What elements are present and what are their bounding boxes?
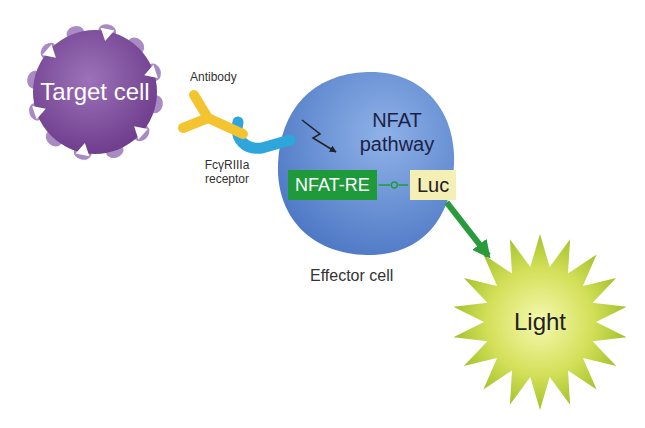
antibody-stem xyxy=(208,118,243,134)
surface-notch xyxy=(144,65,158,78)
antibody-label: Antibody xyxy=(190,70,260,84)
light-burst: Light xyxy=(480,262,600,382)
cell-body xyxy=(33,30,157,154)
receptor-label: FcγRIIIa receptor xyxy=(190,158,264,187)
effector-cell-outline xyxy=(272,68,457,258)
antibody-symbol xyxy=(183,95,243,134)
surface-notch xyxy=(32,106,46,119)
target-cell: Target cell xyxy=(27,24,163,160)
light-label: Light xyxy=(514,308,566,337)
cell-body xyxy=(278,72,454,255)
luciferase-box: Luc xyxy=(410,170,456,200)
surface-notch xyxy=(42,45,56,58)
box-label: Luc xyxy=(417,173,449,197)
effector-cell: NFAT pathwayEffector cellNFAT-RELuc xyxy=(272,68,457,258)
pathway-label: NFAT pathway xyxy=(342,108,452,156)
box-label: NFAT-RE xyxy=(295,173,370,197)
cell-heading: Effector cell xyxy=(310,266,393,285)
surface-notch xyxy=(101,28,115,41)
signal-arrow xyxy=(447,202,489,255)
burst-shape xyxy=(453,234,626,410)
surface-notch xyxy=(76,143,90,156)
response-element-box: NFAT-RE xyxy=(288,170,377,200)
cell-label: Target cell xyxy=(40,78,149,107)
surface-notch xyxy=(134,126,148,139)
